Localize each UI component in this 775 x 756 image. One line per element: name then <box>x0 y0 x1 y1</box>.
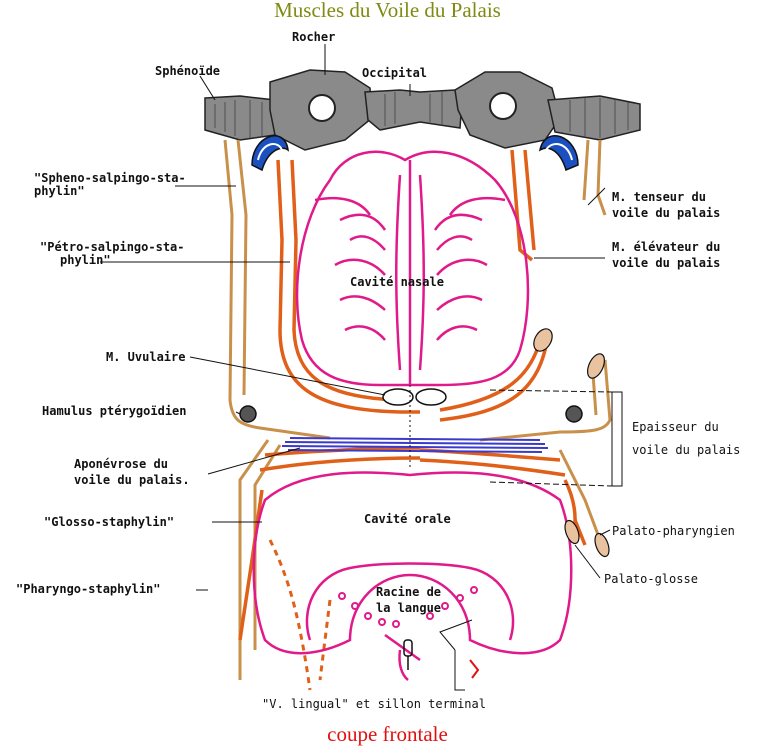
label-racine-line2: la langue <box>376 601 442 615</box>
diagram-footer: coupe frontale <box>327 722 448 746</box>
label-cavite-orale: Cavité orale <box>364 512 451 526</box>
foramen-left <box>308 94 336 122</box>
dashed-muscles <box>268 539 332 691</box>
lingual-papillae <box>338 586 478 628</box>
label-spheno-salpingo-line2: phylin" <box>34 184 85 198</box>
muscle-cross-sections <box>533 328 610 558</box>
label-epaisseur-line2: voile du palais <box>632 443 741 457</box>
label-epaisseur-line1: Epaisseur du <box>632 420 719 434</box>
nasal-cavity-outline <box>295 150 530 387</box>
leader-lines <box>100 44 623 691</box>
label-occipital: Occipital <box>362 66 428 80</box>
label-petro-salpingo-line2: phylin" <box>60 253 111 267</box>
hamulus <box>239 405 583 423</box>
label-sphenoide: Sphénoïde <box>155 64 221 78</box>
label-palato-pharyngien: Palato-pharyngien <box>612 524 735 538</box>
label-tenseur-line2: voile du palais <box>612 206 721 220</box>
label-rocher: Rocher <box>292 30 336 44</box>
skull-base <box>204 69 641 151</box>
label-cavite-nasale: Cavité nasale <box>350 275 444 289</box>
oral-cavity-outline <box>252 471 573 655</box>
label-pharyngo-staphylin: "Pharyngo-staphylin" <box>16 582 161 596</box>
label-palato-glosse: Palato-glosse <box>604 572 698 586</box>
label-elevateur-line2: voile du palais <box>612 256 721 270</box>
tongue-root <box>305 562 515 641</box>
aponeurosis <box>281 437 549 453</box>
foramen-cecum <box>403 639 413 670</box>
label-spheno-salpingo-line1: "Spheno-salpingo-sta- <box>34 171 186 185</box>
label-elevateur-line1: M. élévateur du <box>612 240 721 254</box>
auditory-tubes <box>251 135 579 172</box>
foramen-right <box>489 92 517 120</box>
label-v-lingual: "V. lingual" et sillon terminal <box>262 697 486 711</box>
mucosa <box>252 150 573 681</box>
diagram-title: Muscles du Voile du Palais <box>274 0 501 22</box>
uvula-nodules <box>382 388 447 406</box>
label-petro-salpingo-line1: "Pétro-salpingo-sta- <box>40 240 185 254</box>
sphenoid-bone-left <box>204 95 281 141</box>
label-racine-line1: Racine de <box>376 585 442 599</box>
label-tenseur-line1: M. tenseur du <box>612 190 706 204</box>
occipital-bone <box>364 89 463 131</box>
label-aponevrose-line1: Aponévrose du <box>74 457 168 471</box>
label-uvulaire: M. Uvulaire <box>106 350 186 364</box>
label-aponevrose-line2: voile du palais. <box>74 473 190 487</box>
sphenoid-bone-right <box>547 95 641 141</box>
label-glosso-staphylin: "Glosso-staphylin" <box>44 515 175 529</box>
label-hamulus: Hamulus ptérygoïdien <box>42 404 187 418</box>
